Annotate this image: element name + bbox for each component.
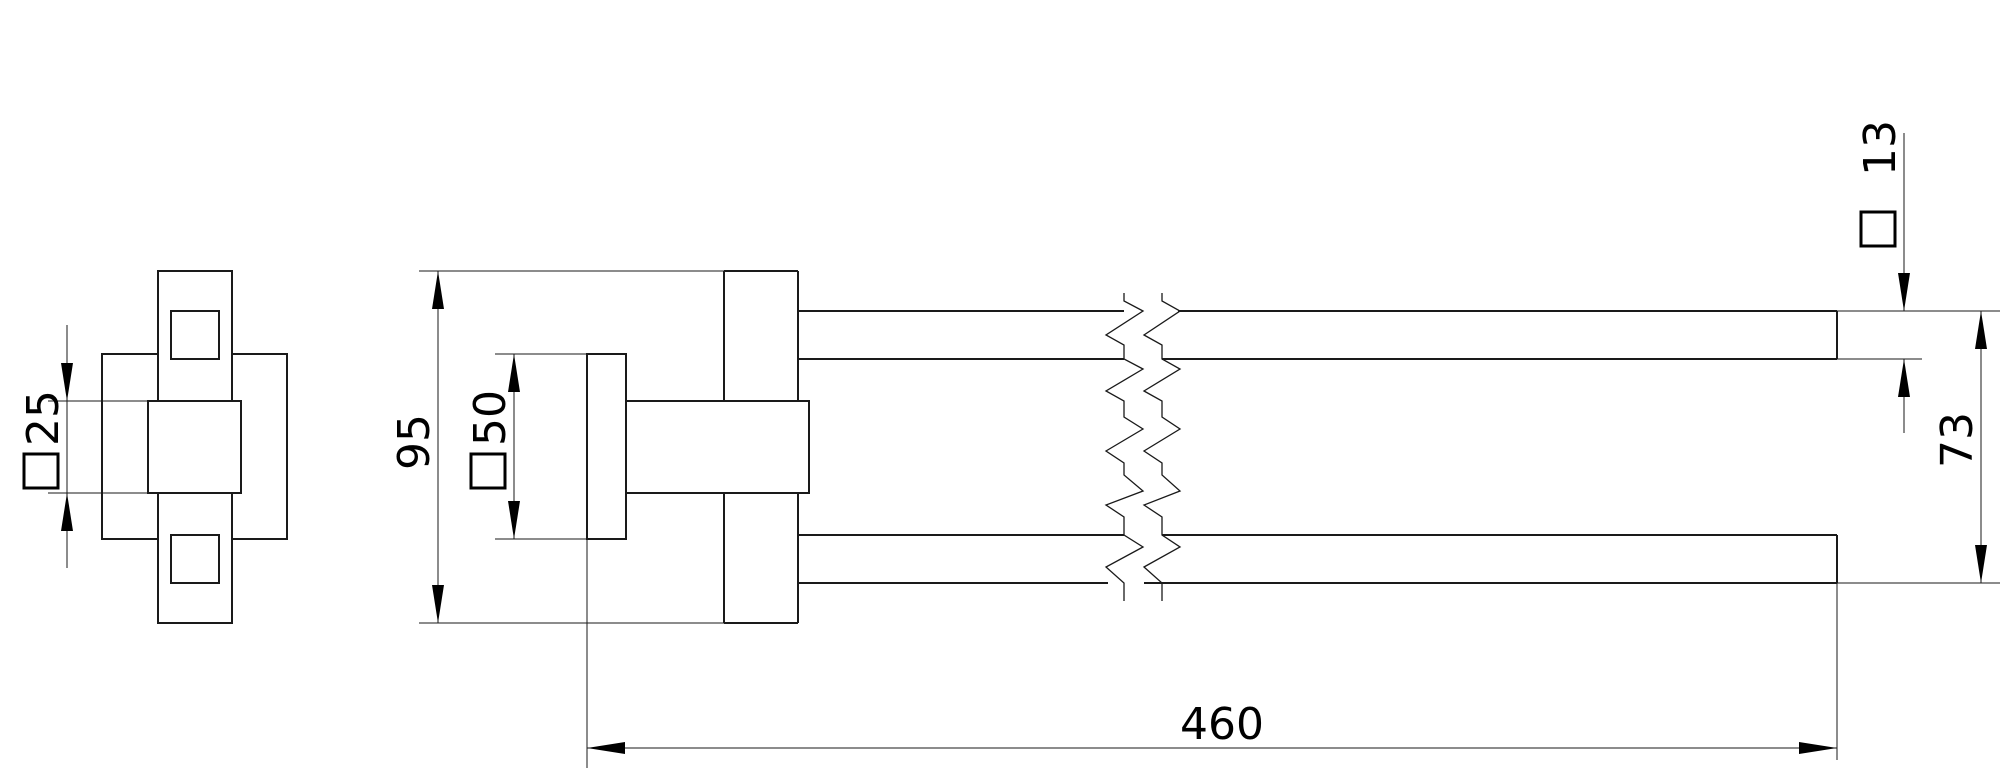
side-bar-bottom — [170, 534, 220, 584]
dim-label-13: 13 — [1855, 120, 1906, 176]
dim25-arrow-top — [61, 363, 73, 401]
dim95-arrow-bottom — [432, 585, 444, 623]
dim-label-25: 25 — [18, 390, 69, 446]
break-line-right — [1142, 293, 1182, 601]
front-view: 95 50 460 13 — [389, 120, 2000, 768]
dim73-arrow-top — [1975, 311, 1987, 349]
dim95-arrow-top — [432, 271, 444, 309]
dim-label-95: 95 — [389, 414, 440, 470]
post — [625, 400, 810, 494]
side-bar-top — [170, 310, 220, 360]
dim50-arrow-top — [508, 354, 520, 392]
dim13-arrow-bottom — [1898, 359, 1910, 397]
dim460-arrow-right — [1799, 742, 1837, 754]
square-symbol-25 — [22, 452, 60, 490]
dim-label-73: 73 — [1932, 412, 1983, 468]
side-view: 25 — [18, 270, 288, 624]
dim73-arrow-bottom — [1975, 545, 1987, 583]
dim-label-460: 460 — [1180, 699, 1264, 750]
dim50-arrow-bottom — [508, 501, 520, 539]
wall-plate — [586, 353, 627, 540]
dim25-arrow-bottom — [61, 493, 73, 531]
square-symbol-50 — [469, 452, 507, 490]
side-center-post — [147, 400, 242, 494]
dim460-arrow-left — [587, 742, 625, 754]
break-line-left — [1104, 293, 1145, 601]
dim13-arrow-top — [1898, 273, 1910, 311]
dim-label-50: 50 — [465, 390, 516, 446]
square-symbol-13 — [1859, 210, 1897, 248]
